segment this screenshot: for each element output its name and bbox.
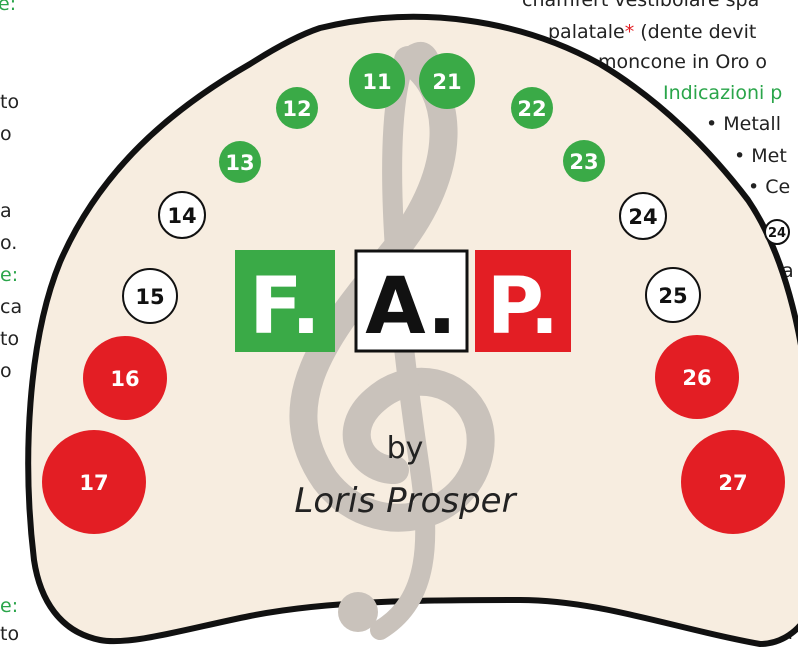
badge-24-label: 24: [768, 226, 786, 241]
logo-box-p: [475, 250, 571, 352]
teeth-group: 11 21 12 22 13 23 14 24 15 25 16 26 17 27: [42, 53, 785, 534]
tooth-21-label: 21: [432, 70, 461, 94]
tooth-16-label: 16: [110, 367, 139, 391]
right-text-line-3: moncone in Oro o: [598, 51, 768, 73]
right-text-line-2: palatale* (dente devit: [548, 21, 757, 43]
logo-letter-a: A.: [365, 262, 456, 352]
tooth-14-circle: [158, 191, 206, 239]
tooth-22-label: 22: [517, 97, 546, 121]
left-fragment-10: e:: [0, 595, 19, 617]
tooth-13-label: 13: [225, 151, 254, 175]
logo-letter-p: P.: [487, 262, 559, 352]
tooth-17-circle: [42, 430, 146, 534]
right-text-line-5: • Metall: [706, 113, 781, 135]
tooth-11-circle: [349, 53, 405, 109]
right-text-line-1: chamfert vestibolare spa: [522, 0, 760, 11]
logo-box-a: [354, 249, 469, 353]
left-fragment-11: to: [0, 623, 20, 645]
tooth-21-circle: [419, 53, 475, 109]
tooth-16-circle: [83, 336, 167, 420]
treble-clef-dot: [338, 592, 378, 632]
tooth-14-label: 14: [167, 204, 196, 228]
tooth-23-label: 23: [569, 150, 598, 174]
right-text-line-4: Indicazioni p: [663, 82, 783, 104]
tooth-15-label: 15: [135, 285, 164, 309]
left-fragment-5: o.: [0, 232, 18, 254]
left-fragment-1: e:: [0, 0, 17, 15]
tooth-27-label: 27: [718, 471, 747, 495]
tooth-26-label: 26: [682, 366, 711, 390]
left-fragment-4: a: [0, 200, 12, 222]
tooth-11-label: 11: [362, 70, 391, 94]
tooth-27-circle: [681, 430, 785, 534]
left-fragment-7: ca: [0, 296, 23, 318]
tooth-12-circle: [276, 87, 318, 129]
tooth-23-circle: [563, 140, 605, 182]
tooth-13-circle: [219, 141, 261, 183]
logo-letter-f: F.: [249, 262, 320, 352]
tooth-25-circle: [645, 267, 701, 323]
logo-author-label: Loris Prosper: [294, 481, 517, 521]
tooth-25-label: 25: [658, 284, 687, 308]
logo-box-f: [235, 250, 335, 352]
right-text-line-7: • Ce: [748, 176, 791, 198]
left-fragment-8: to: [0, 328, 20, 350]
tooth-22-circle: [511, 87, 553, 129]
badge-24-circle: [764, 219, 790, 245]
left-fragment-9: o: [0, 360, 12, 382]
fap-logo: F. A. P. by Loris Prosper: [235, 249, 571, 521]
tooth-24-circle: [619, 192, 667, 240]
left-fragment-3: o: [0, 123, 12, 145]
right-text-line-8: a: [782, 260, 794, 282]
tooth-26-circle: [655, 335, 739, 419]
tooth-12-label: 12: [282, 97, 311, 121]
tooth-15-circle: [122, 268, 178, 324]
left-fragment-6: e:: [0, 264, 19, 286]
tooth-17-label: 17: [79, 471, 108, 495]
tooth-24-label: 24: [628, 205, 657, 229]
right-text-line-6: • Met: [734, 145, 787, 167]
logo-by-label: by: [387, 431, 424, 466]
left-fragment-2: to: [0, 91, 20, 113]
